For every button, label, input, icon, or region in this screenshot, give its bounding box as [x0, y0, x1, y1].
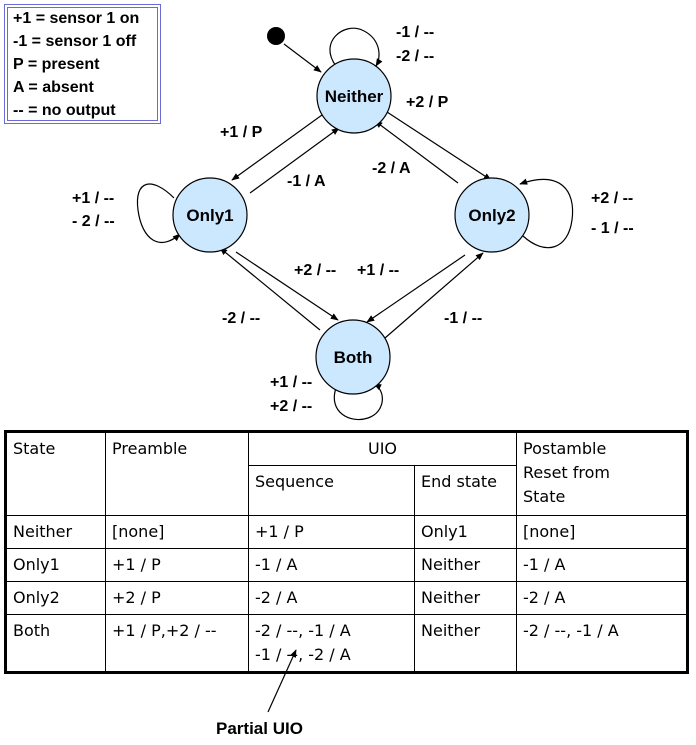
loop-both	[333, 383, 383, 420]
legend: +1 = sensor 1 on -1 = sensor 1 off P = p…	[4, 4, 161, 124]
state-only2	[454, 177, 530, 253]
cell-state: Both	[5, 614, 106, 673]
label-neither-to-only1: +1 / P	[220, 124, 263, 141]
header-sequence: Sequence	[248, 465, 415, 516]
arrow-neither-to-only1	[231, 114, 323, 181]
legend-line: -1 = sensor 1 off	[13, 33, 137, 50]
legend-line: +1 = sensor 1 on	[13, 10, 140, 27]
cell-sequence: -2 / A	[248, 581, 415, 615]
header-uio: UIO	[248, 431, 517, 466]
cell-end-state: Only1	[414, 515, 517, 549]
label-both-self-2: +2 / --	[270, 398, 312, 415]
uio-table: State Preamble UIO Postamble Reset from …	[4, 430, 689, 674]
cell-preamble: +1 / P,+2 / --	[105, 614, 249, 673]
label-both-self-1: +1 / --	[270, 374, 312, 391]
label-only2-self-1: +2 / --	[591, 190, 633, 207]
cell-end-state: Neither	[414, 548, 517, 582]
table-row: Only1 +1 / P -1 / A Neither -1 / A	[5, 548, 688, 582]
table-subheader-row: Sequence End state	[6, 465, 688, 516]
arrow-neither-to-only2	[386, 111, 492, 181]
cell-sequence: -1 / A	[248, 548, 415, 582]
header-state: State	[5, 431, 106, 516]
arrow-only2-to-both	[366, 254, 466, 323]
label-both-to-only2: -1 / --	[444, 310, 482, 327]
partial-uio-label: Partial UIO	[216, 719, 303, 738]
state-both	[315, 319, 391, 395]
state-only1-label: Only1	[186, 206, 233, 225]
arrow-only1-to-neither	[249, 127, 340, 194]
header-reset-line1: Reset from	[523, 463, 611, 482]
cell-sequence: -2 / --, -1 / A -1 / --, -2 / A	[248, 614, 415, 673]
label-only1-self-2: - 2 / --	[72, 213, 115, 230]
label-only1-to-both: +2 / --	[294, 262, 336, 279]
arrow-only1-to-both	[235, 251, 339, 321]
header-end-state: End state	[414, 465, 517, 516]
sequence-line: -2 / --, -1 / A	[255, 621, 351, 640]
initial-transition-arrow	[283, 43, 322, 73]
cell-state: Only2	[5, 581, 106, 615]
loop-only2	[519, 178, 574, 249]
label-only1-to-neither: -1 / A	[287, 173, 326, 190]
label-both-to-only1: -2 / --	[222, 310, 260, 327]
table-row: Both +1 / P,+2 / -- -2 / --, -1 / A -1 /…	[5, 614, 688, 673]
label-neither-to-only2: +2 / P	[406, 94, 449, 111]
legend-inner-border	[7, 7, 158, 121]
initial-state-dot	[267, 27, 285, 45]
legend-line: P = present	[13, 56, 100, 73]
cell-postamble: [none]	[516, 515, 688, 549]
state-both-label: Both	[334, 348, 373, 367]
arrow-both-to-only2	[384, 252, 484, 339]
state-only1	[172, 177, 248, 253]
table-row: Neither [none] +1 / P Only1 [none]	[5, 515, 688, 549]
legend-line: -- = no output	[13, 102, 116, 119]
cell-sequence: +1 / P	[248, 515, 415, 549]
cell-postamble: -2 / --, -1 / A	[516, 614, 688, 673]
cell-state: Only1	[5, 548, 106, 582]
label-neither-self-2: -2 / --	[396, 48, 434, 65]
cell-preamble: [none]	[105, 515, 249, 549]
header-postamble: Postamble Reset from State	[516, 431, 688, 516]
header-reset-line2: State	[523, 487, 566, 506]
state-only2-label: Only2	[468, 206, 515, 225]
cell-preamble: +2 / P	[105, 581, 249, 615]
cell-postamble: -2 / A	[516, 581, 688, 615]
label-only2-self-2: - 1 / --	[591, 220, 634, 237]
label-neither-self-1: -1 / --	[396, 24, 434, 41]
header-postamble-title: Postamble	[523, 439, 607, 458]
state-neither	[316, 58, 392, 134]
state-neither-label: Neither	[325, 87, 384, 106]
cell-preamble: +1 / P	[105, 548, 249, 582]
cell-end-state: Neither	[414, 614, 517, 673]
cell-state: Neither	[5, 515, 106, 549]
label-only1-self-1: +1 / --	[72, 190, 114, 207]
loop-neither	[329, 27, 383, 67]
cell-postamble: -1 / A	[516, 548, 688, 582]
label-only2-to-neither: -2 / A	[372, 160, 411, 177]
label-only2-to-both: +1 / --	[357, 262, 399, 279]
sequence-line: -1 / --, -2 / A	[255, 645, 351, 664]
legend-line: A = absent	[13, 79, 94, 96]
cell-end-state: Neither	[414, 581, 517, 615]
arrow-both-to-only1	[219, 247, 321, 331]
arrow-only2-to-neither	[374, 120, 459, 184]
header-preamble: Preamble	[105, 431, 249, 516]
table-row: Only2 +2 / P -2 / A Neither -2 / A	[5, 581, 688, 615]
loop-only1	[136, 183, 181, 244]
table-header-row: State Preamble UIO Postamble Reset from …	[5, 431, 688, 516]
